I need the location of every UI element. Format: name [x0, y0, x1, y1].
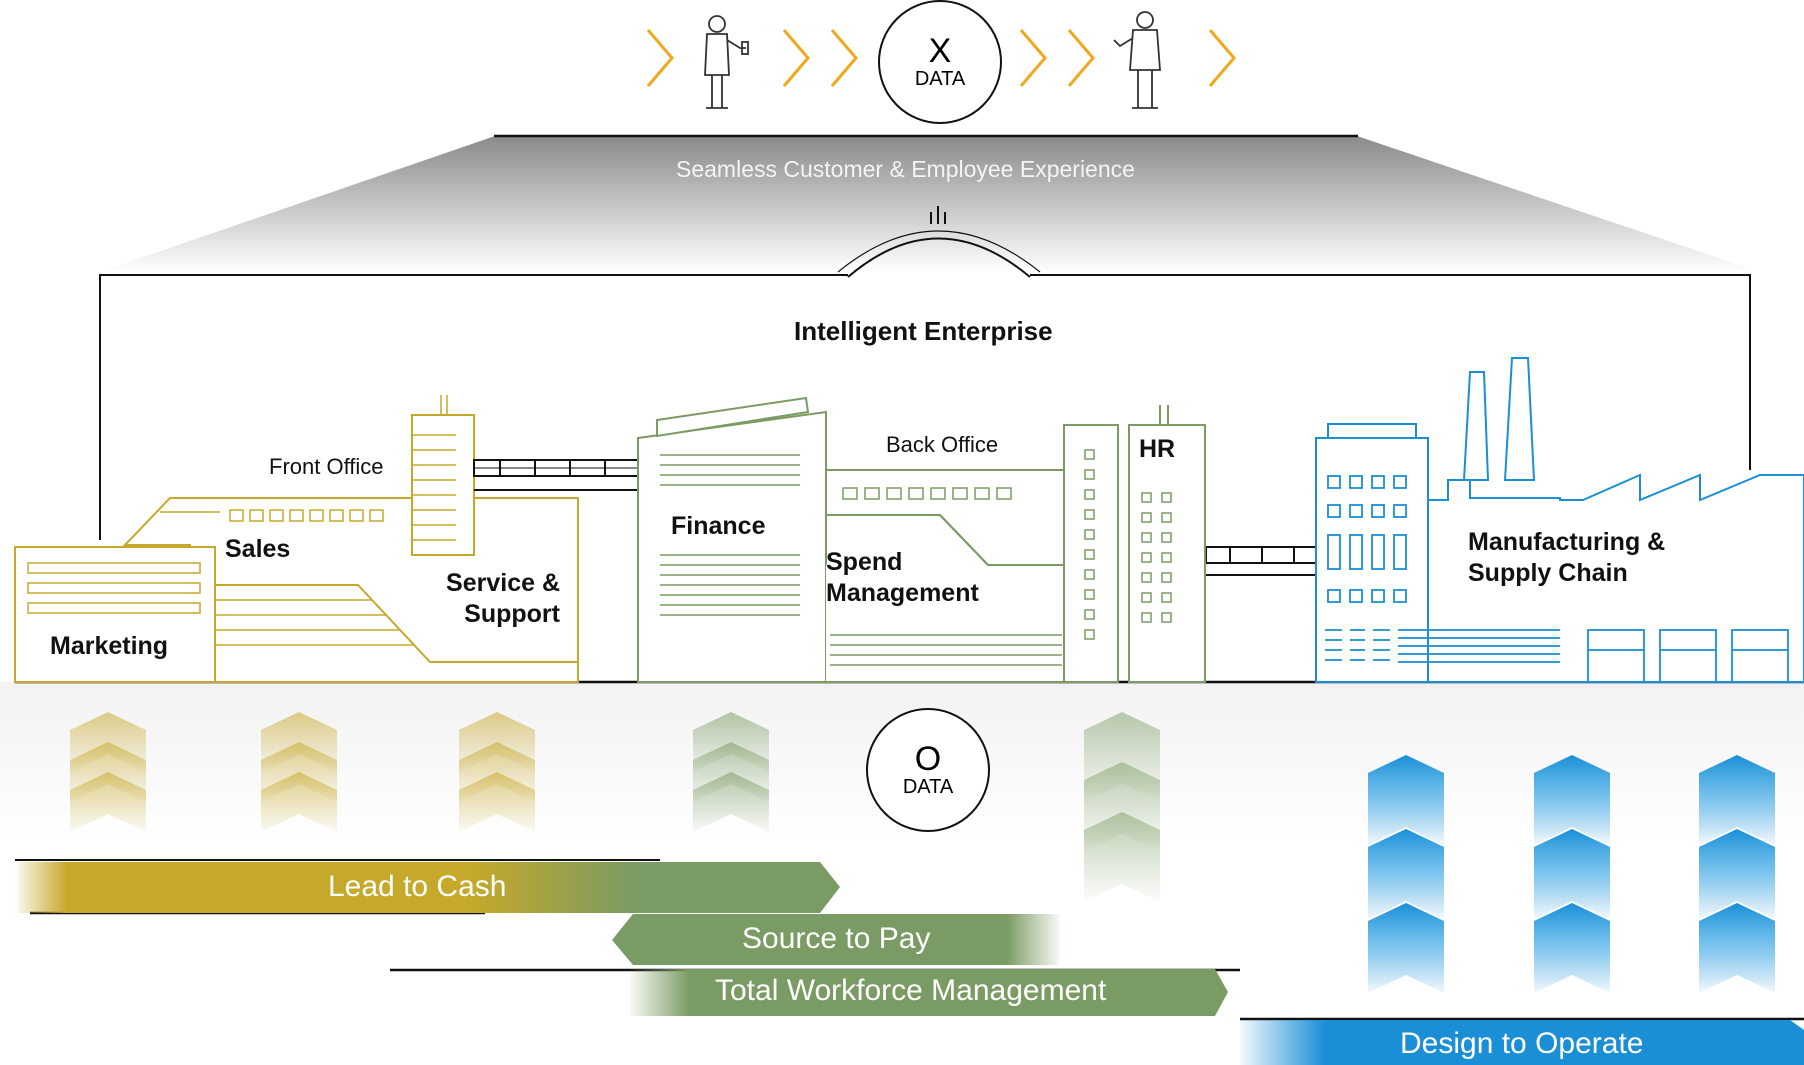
upward-chevron-icon	[1368, 829, 1444, 919]
spend-management-label: Spend Management	[826, 547, 979, 609]
enterprise-title: Intelligent Enterprise	[794, 316, 1053, 346]
enterprise-frame	[1030, 274, 1751, 470]
process-arrow-lead-to-cash	[18, 862, 840, 913]
chevron-icon	[830, 29, 858, 87]
upward-chevron-stack	[1534, 755, 1610, 993]
hr-label: HR	[1139, 435, 1176, 463]
manufacturing-buildings	[1315, 357, 1804, 683]
upward-chevron-icon	[693, 772, 769, 832]
service-support-label: Service & Support	[410, 568, 560, 630]
process-label-lead-to-cash: Lead to Cash	[328, 870, 507, 903]
x-data-circle: X DATA	[878, 0, 1002, 124]
arch-connector	[837, 206, 1041, 278]
enterprise-frame	[99, 274, 848, 540]
marketing-label: Marketing	[50, 632, 169, 660]
upward-chevron-stack	[693, 712, 769, 832]
process-label-total-workforce: Total Workforce Management	[715, 974, 1107, 1007]
x-data-letter: X	[928, 32, 952, 70]
upward-chevron-icon	[1699, 903, 1775, 993]
upward-chevron-icon	[1534, 829, 1610, 919]
chevron-icon	[646, 29, 674, 87]
upward-chevron-icon	[1368, 755, 1444, 845]
x-data-label: DATA	[914, 68, 966, 90]
process-label-design-to-operate: Design to Operate	[1400, 1027, 1644, 1060]
customer-icon	[704, 15, 749, 109]
upward-chevron-icon	[459, 772, 535, 832]
bridge	[473, 459, 639, 491]
upward-chevron-icon	[1534, 755, 1610, 845]
upward-chevron-stack	[1084, 712, 1160, 902]
upward-chevron-stack	[1368, 755, 1444, 993]
experience-trapezoid	[100, 134, 1760, 272]
upward-chevron-icon	[1084, 812, 1160, 902]
upward-chevron-icon	[1699, 755, 1775, 845]
bridge	[1205, 546, 1317, 576]
o-data-circle: O DATA	[866, 708, 990, 832]
experience-label: Seamless Customer & Employee Experience	[676, 156, 1135, 182]
upward-chevron-stack	[459, 712, 535, 832]
upward-chevron-stack	[261, 712, 337, 832]
process-arrow-total-workforce	[630, 969, 1228, 1016]
upward-chevron-icon	[1534, 903, 1610, 993]
chevron-icon	[782, 29, 810, 87]
employee-icon	[1113, 11, 1161, 109]
back-office-buildings	[637, 396, 1206, 683]
o-data-label: DATA	[902, 776, 954, 798]
process-arrow-design-to-operate	[1240, 1020, 1804, 1065]
mfg-line2: Supply Chain	[1468, 559, 1628, 587]
manufacturing-label: Manufacturing & Supply Chain	[1468, 527, 1665, 589]
chevron-icon	[1208, 29, 1236, 87]
chevron-icon	[1067, 29, 1095, 87]
service-line2: Support	[464, 600, 560, 628]
chevron-icon	[1019, 29, 1047, 87]
journey-chevrons	[646, 29, 1236, 87]
process-arrow-source-to-pay	[612, 914, 1060, 965]
upward-chevron-stack	[70, 712, 146, 832]
mfg-line1: Manufacturing &	[1468, 528, 1666, 556]
upward-chevron-icon	[261, 772, 337, 832]
upward-chevron-stack	[1699, 755, 1775, 993]
o-data-letter: O	[914, 740, 942, 778]
finance-label: Finance	[671, 512, 766, 540]
spend-line2: Management	[826, 579, 979, 607]
upward-chevron-icon	[1368, 903, 1444, 993]
upward-chevron-icon	[1699, 829, 1775, 919]
service-line1: Service &	[446, 569, 560, 597]
sales-label: Sales	[225, 535, 291, 563]
front-office-label: Front Office	[269, 454, 384, 479]
front-office-buildings	[14, 395, 579, 683]
upward-chevron-icon	[70, 772, 146, 832]
spend-line1: Spend	[826, 548, 903, 576]
process-label-source-to-pay: Source to Pay	[742, 922, 931, 955]
back-office-label: Back Office	[886, 432, 999, 457]
